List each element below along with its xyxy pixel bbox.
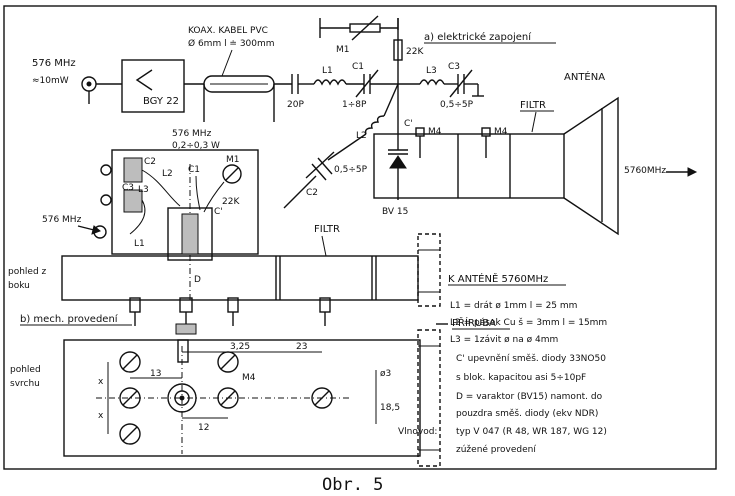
l3-coil (419, 79, 445, 86)
c3-value-label: 0,5÷5P (440, 100, 474, 110)
filter-label: FILTR (520, 100, 546, 111)
side-l2-label: L2 (162, 169, 173, 179)
note-line: pouzdra směš. diody (ekv NDR) (456, 408, 598, 419)
top-holes (119, 339, 333, 445)
m4-label-b: M4 (494, 127, 508, 137)
top-view-label-2: svrchu (10, 379, 40, 389)
r22k-label: 22K (406, 47, 424, 57)
diode-symbol (389, 155, 407, 169)
dim-m4: M4 (242, 373, 256, 383)
side-l3-label: L3 (138, 185, 149, 195)
c1-label: C1 (352, 62, 364, 72)
c3-label: C3 (448, 62, 460, 72)
dim-13: 13 (150, 369, 161, 379)
mech-design-label: b) mech. provedení (20, 313, 119, 325)
diode-label: BV 15 (382, 207, 408, 217)
dim-d3: ø3 (380, 369, 391, 379)
waveguide-label: Vlnovod: (398, 427, 437, 437)
side-m1-screw-icon (222, 164, 242, 184)
side-view-label-1: pohled z (8, 267, 47, 277)
dim-x1: x (98, 377, 104, 387)
side-c-prime-label: C' (214, 207, 223, 217)
l1-coil (313, 79, 347, 86)
c20p-label: 20P (287, 100, 304, 110)
top-view-label-1: pohled (10, 365, 41, 375)
note-line: L3 = 1závit ø na ø 4mm (450, 335, 558, 345)
l2-coil (364, 115, 385, 135)
side-r-label: 22K (222, 197, 240, 207)
top-plate (63, 339, 421, 457)
side-c3-label: C3 (122, 183, 134, 193)
note-line: L2 = pásek Cu š = 3mm l = 15mm (450, 317, 607, 328)
input-power-label: ≈10mW (32, 76, 69, 86)
side-l1-label: L1 (134, 239, 145, 249)
l2-label: L2 (356, 131, 367, 141)
note-line: s blok. kapacitou asi 5÷10pF (456, 373, 586, 383)
dim-12: 12 (198, 423, 209, 433)
output-5760-label: 5760MHz (624, 166, 666, 176)
output-power-label: 0,2÷0,3 W (172, 141, 220, 151)
to-antenna-label: K ANTÉNĚ 5760MHz (448, 272, 548, 285)
side-c1-label: C1 (188, 165, 200, 175)
side-view-label-2: boku (8, 281, 30, 291)
dim-x2: x (98, 411, 104, 421)
side-view-section: C2 C3 L3 L2 C1 M1 C' 22K 576 MHz L1 FILT… (8, 149, 566, 335)
m4-label-a: M4 (428, 127, 442, 137)
amplifier-label: BGY 22 (143, 96, 179, 107)
side-input-freq: 576 MHz (42, 215, 82, 225)
waveguide-note: typ V 047 (R 48, WR 187, WG 12) (456, 427, 607, 437)
outer-frame (3, 5, 717, 470)
output-freq-label: 576 MHz (172, 129, 212, 139)
filter-box (373, 133, 565, 199)
figure-caption: Obr. 5 (322, 475, 383, 495)
r22k-resistor (393, 39, 403, 61)
cable-spec-label: Ø 6mm l ≐ 300mm (188, 38, 275, 49)
dim-23: 23 (296, 342, 307, 352)
dim-185: 18,5 (380, 403, 400, 413)
flange (417, 233, 441, 307)
side-filter-label: FILTR (314, 224, 340, 235)
side-d-label: D (194, 275, 201, 285)
waveguide-body (61, 255, 419, 301)
c2-value-label: 0,5÷5P (334, 165, 368, 175)
dim-325: 3,25 (230, 342, 250, 352)
side-screws (129, 297, 331, 335)
note-line: C' upevnění směš. diody 33NO50 (456, 353, 606, 364)
horn-antenna (563, 96, 619, 236)
top-view-section: pohled svrchu 3,25 23 13 12 M4 x x ø3 18… (10, 329, 441, 467)
notes-section: L1 = drát ø 1mm l = 25 mm L2 = pásek Cu … (398, 301, 607, 455)
schematic-section: 576 MHz ≈10mW BGY 22 KOAX. KABEL PVC Ø 6… (32, 15, 698, 236)
side-c2-label: C2 (144, 157, 156, 167)
side-m1-label: M1 (226, 155, 240, 165)
m1-label: M1 (336, 45, 350, 55)
note-line: D = varaktor (BV15) namont. do (456, 392, 603, 402)
schematic-title: a) elektrické zapojení (424, 31, 532, 43)
antenna-label: ANTÉNA (564, 70, 605, 83)
note-line: L1 = drát ø 1mm l = 25 mm (450, 301, 577, 311)
top-flange (417, 329, 441, 467)
input-freq-label: 576 MHz (32, 58, 76, 69)
c1-value-label: 1÷8P (342, 100, 367, 110)
l3-label: L3 (426, 66, 437, 76)
l1-label: L1 (322, 66, 333, 76)
cable-label: KOAX. KABEL PVC (188, 26, 268, 36)
c2-label: C2 (306, 188, 318, 198)
flange-label: PŘÍRUBA (452, 316, 496, 329)
waveguide-note: zúžené provedení (456, 444, 536, 455)
c-prime-label: C' (404, 119, 413, 129)
amplifier-block (121, 59, 185, 113)
